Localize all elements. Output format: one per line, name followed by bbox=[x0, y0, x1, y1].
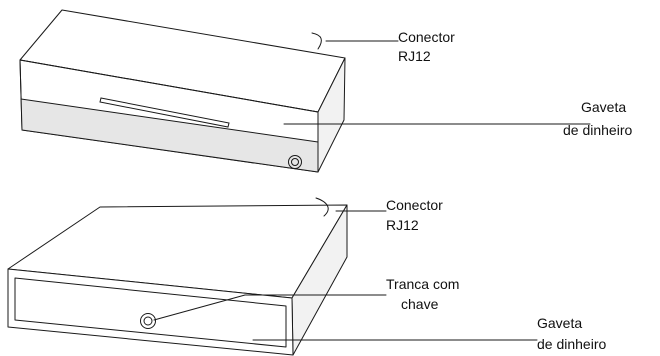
bottom-drawer-inner-panel bbox=[14, 277, 287, 348]
top-drawer-front-band bbox=[21, 99, 318, 172]
bottom-connector-label-line1: Conector bbox=[386, 197, 443, 213]
top-drawer-label: Gaveta de dinheiro bbox=[563, 99, 632, 138]
bottom-cash-drawer bbox=[7, 204, 348, 356]
bottom-drawer-front-face bbox=[7, 268, 294, 356]
lock-leader bbox=[153, 294, 387, 321]
bottom-drawer-label: Gaveta de dinheiro bbox=[537, 315, 606, 352]
bottom-connector-label: Conector RJ12 bbox=[386, 197, 443, 233]
lock-label-line1: Tranca com bbox=[386, 276, 459, 292]
top-cash-drawer bbox=[19, 9, 346, 173]
bottom-drawer-label-line2: de dinheiro bbox=[537, 336, 606, 352]
top-drawer-bill-slot bbox=[99, 97, 230, 128]
top-drawer-band-edge bbox=[20, 98, 319, 143]
top-drawer-lock-icon bbox=[288, 155, 302, 169]
bottom-drawer-lock-icon bbox=[140, 313, 156, 329]
top-connector-cable bbox=[311, 32, 322, 50]
top-connector-label-line1: Conector bbox=[398, 29, 455, 45]
top-drawer-label-line2: de dinheiro bbox=[563, 122, 632, 138]
lock-label: Tranca com chave bbox=[386, 276, 459, 312]
lock-label-line2: chave bbox=[401, 296, 439, 312]
bottom-connector-label-line2: RJ12 bbox=[386, 217, 419, 233]
bottom-drawer-label-line1: Gaveta bbox=[537, 315, 582, 331]
top-drawer-label-line1: Gaveta bbox=[581, 99, 626, 115]
top-drawer-side-face bbox=[317, 57, 346, 173]
top-connector-label: Conector RJ12 bbox=[398, 29, 455, 64]
bottom-connector-cable bbox=[315, 197, 329, 217]
top-connector-label-line2: RJ12 bbox=[398, 48, 431, 64]
